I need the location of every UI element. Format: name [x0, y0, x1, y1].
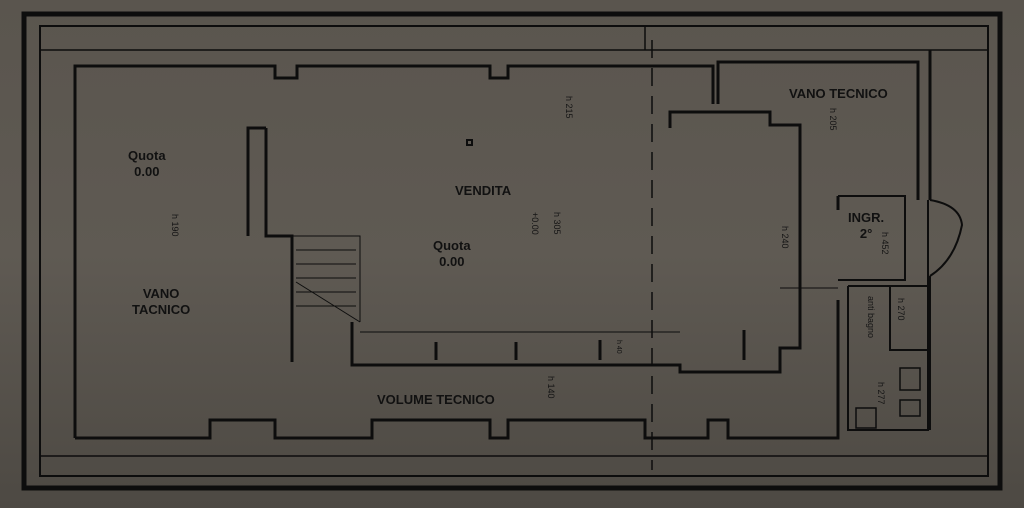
quota-label: Quota — [128, 148, 166, 163]
vano-line-1: VANO — [142, 286, 180, 301]
height-h452: h 452 — [880, 232, 890, 255]
inner-frame — [39, 25, 989, 477]
quota-label: Quota — [433, 238, 471, 253]
quota-value: 0.00 — [134, 164, 160, 179]
ingr-line-2: 2° — [859, 226, 873, 241]
ingr-line-1: INGR. — [848, 210, 885, 225]
height-h305: h 305 — [552, 212, 562, 235]
outer-frame — [21, 11, 1003, 491]
height-h140: h 140 — [546, 376, 556, 399]
vano-line-2: TACNICO — [132, 302, 191, 317]
quota-value: 0.00 — [439, 254, 465, 269]
height-h277: h 277 — [876, 382, 886, 405]
height-h40: h 40 — [615, 340, 622, 354]
height-h205: h 205 — [828, 108, 838, 131]
room-label-anti-bagno: anti bagno — [866, 296, 876, 339]
height-h240: h 240 — [780, 226, 790, 249]
room-label-ingresso: INGR.2° — [848, 210, 884, 242]
height-h190: h 190 — [170, 214, 180, 237]
room-label-vano-tecnico: VANO TECNICO — [789, 86, 888, 101]
height-plus000: +0.00 — [530, 212, 540, 235]
room-label-vendita: VENDITA — [455, 183, 512, 198]
height-h215: h 215 — [564, 96, 574, 119]
height-h270: h 270 — [896, 298, 906, 321]
room-label-volume-tecnico: VOLUME TECNICO — [377, 392, 495, 407]
